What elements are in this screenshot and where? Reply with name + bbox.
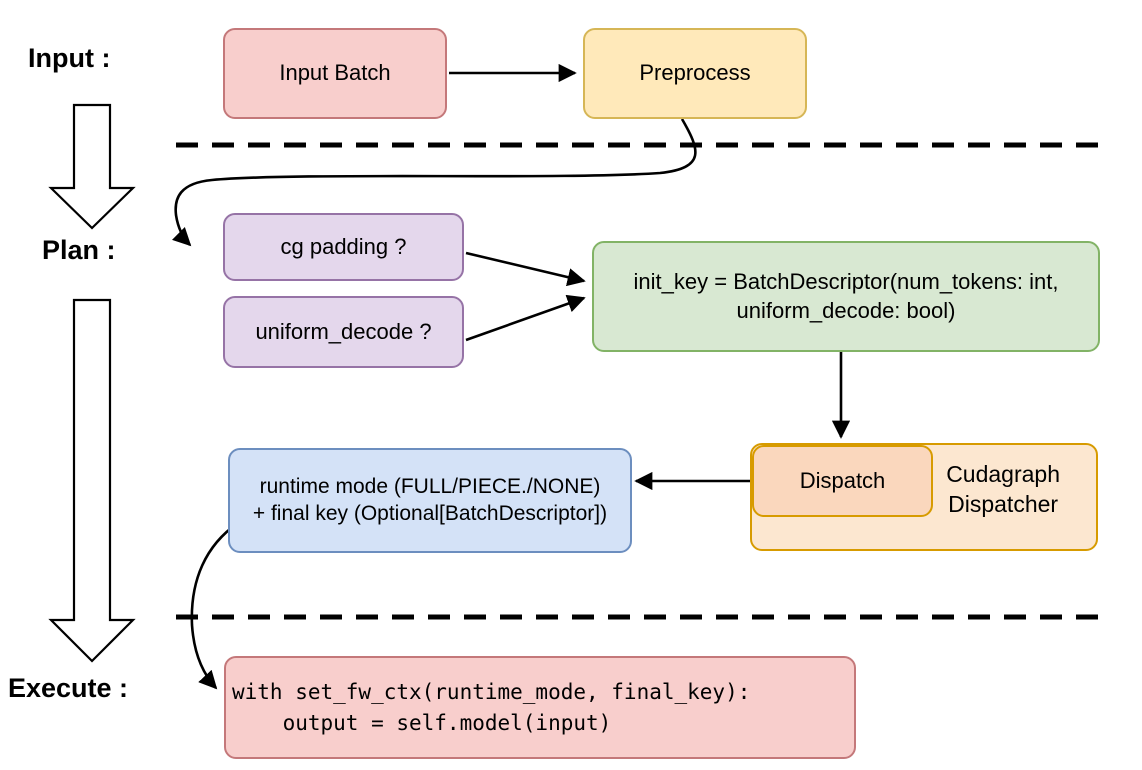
node-dispatch[interactable]: Dispatch <box>752 445 933 517</box>
node-init-key[interactable]: init_key = BatchDescriptor(num_tokens: i… <box>592 241 1100 352</box>
node-preprocess[interactable]: Preprocess <box>583 28 807 119</box>
node-runtime-mode[interactable]: runtime mode (FULL/PIECE./NONE) + final … <box>228 448 632 553</box>
node-input-batch-label: Input Batch <box>279 60 391 86</box>
stage-arrow-plan-to-execute <box>48 298 136 663</box>
node-cg-padding-label: cg padding ? <box>280 233 407 259</box>
edge-uniform-decode-to-init-key <box>465 294 586 342</box>
stage-label-execute: Execute : <box>8 673 129 703</box>
node-dispatch-label: Dispatch <box>799 467 886 493</box>
node-input-batch[interactable]: Input Batch <box>223 28 447 119</box>
node-cudagraph-dispatcher-text: Cudagraph Dispatcher <box>946 460 1060 520</box>
node-preprocess-label: Preprocess <box>639 60 751 86</box>
node-execute-code-line2: output = self.model(input) <box>232 710 612 735</box>
stage-arrow-input-to-plan <box>48 103 136 230</box>
stage-label-input: Input : <box>28 43 111 73</box>
node-cudagraph-dispatcher-line1: Cudagraph <box>946 461 1060 487</box>
edge-cg-padding-to-init-key <box>465 251 586 287</box>
node-init-key-line2: uniform_decode: bool) <box>736 297 956 323</box>
node-execute-code[interactable]: with set_fw_ctx(runtime_mode, final_key)… <box>224 656 856 759</box>
node-init-key-line1: init_key = BatchDescriptor(num_tokens: i… <box>633 269 1059 295</box>
stage-label-plan: Plan : <box>42 235 116 265</box>
node-uniform-decode-label: uniform_decode ? <box>255 318 432 344</box>
node-execute-code-line1: with set_fw_ctx(runtime_mode, final_key)… <box>232 680 751 705</box>
node-cudagraph-dispatcher-line2: Dispatcher <box>948 490 1059 517</box>
node-runtime-mode-line2: + final key (Optional[BatchDescriptor]) <box>252 501 608 525</box>
node-uniform-decode[interactable]: uniform_decode ? <box>223 296 464 368</box>
node-cg-padding[interactable]: cg padding ? <box>223 213 464 281</box>
node-runtime-mode-line1: runtime mode (FULL/PIECE./NONE) <box>259 474 601 498</box>
